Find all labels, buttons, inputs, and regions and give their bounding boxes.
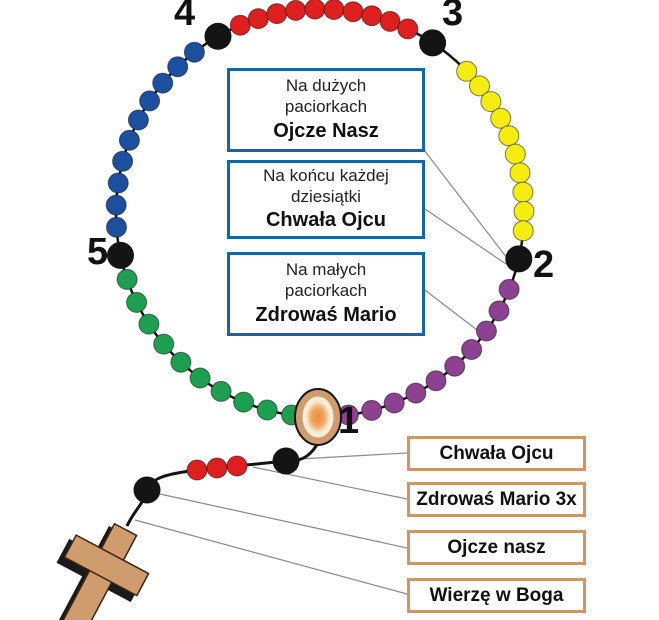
prayer-label-text: Zdrowaś Mario 3x	[416, 488, 577, 510]
info-box-prayer: Ojcze Nasz	[273, 119, 379, 142]
step-marker-3: 3	[442, 0, 463, 34]
prayer-label-gloria: Chwała Ojcu	[407, 436, 586, 471]
step-marker-5: 5	[87, 231, 108, 273]
prayer-label-our-father: Ojcze nasz	[407, 530, 586, 565]
step-marker-2: 2	[533, 244, 554, 286]
info-box-line1: Na małych	[285, 260, 367, 280]
info-box-decade-end: Na końcu każdej dziesiątki Chwała Ojcu	[227, 160, 425, 239]
prayer-label-text: Chwała Ojcu	[439, 442, 554, 464]
large-black-beads	[107, 22, 533, 273]
purple-decade-beads	[337, 278, 520, 426]
yellow-decade-beads	[456, 60, 535, 242]
info-box-small-beads: Na małych paciorkach Zdrowaś Mario	[227, 252, 425, 336]
rosary-medal	[294, 388, 342, 446]
info-box-line1: Na dużych	[285, 76, 367, 96]
info-box-line2: paciorkach	[284, 281, 368, 300]
prayer-label-text: Ojcze nasz	[447, 536, 546, 558]
cross-icon	[53, 522, 150, 620]
pendant-beads	[133, 447, 300, 504]
info-box-prayer: Chwała Ojcu	[265, 209, 387, 232]
green-decade-beads	[116, 268, 303, 426]
pendant-chain	[125, 442, 320, 527]
prayer-label-text: Wierzę w Boga	[429, 584, 564, 606]
blue-decade-beads	[105, 41, 205, 238]
step-marker-1: 1	[338, 400, 359, 442]
prayer-label-hail-mary-3x: Zdrowaś Mario 3x	[407, 482, 586, 517]
info-box-line2: dziesiątki	[291, 186, 361, 206]
prayer-label-creed: Wierzę w Boga	[407, 578, 586, 613]
info-box-large-beads: Na dużych paciorkach Ojcze Nasz	[227, 68, 425, 152]
info-box-prayer: Zdrowaś Mario	[255, 303, 397, 326]
info-box-line2: paciorkach	[284, 97, 368, 116]
red-decade-beads	[229, 0, 419, 40]
step-marker-4: 4	[174, 0, 195, 34]
info-box-line1: Na końcu każdej	[263, 165, 389, 185]
